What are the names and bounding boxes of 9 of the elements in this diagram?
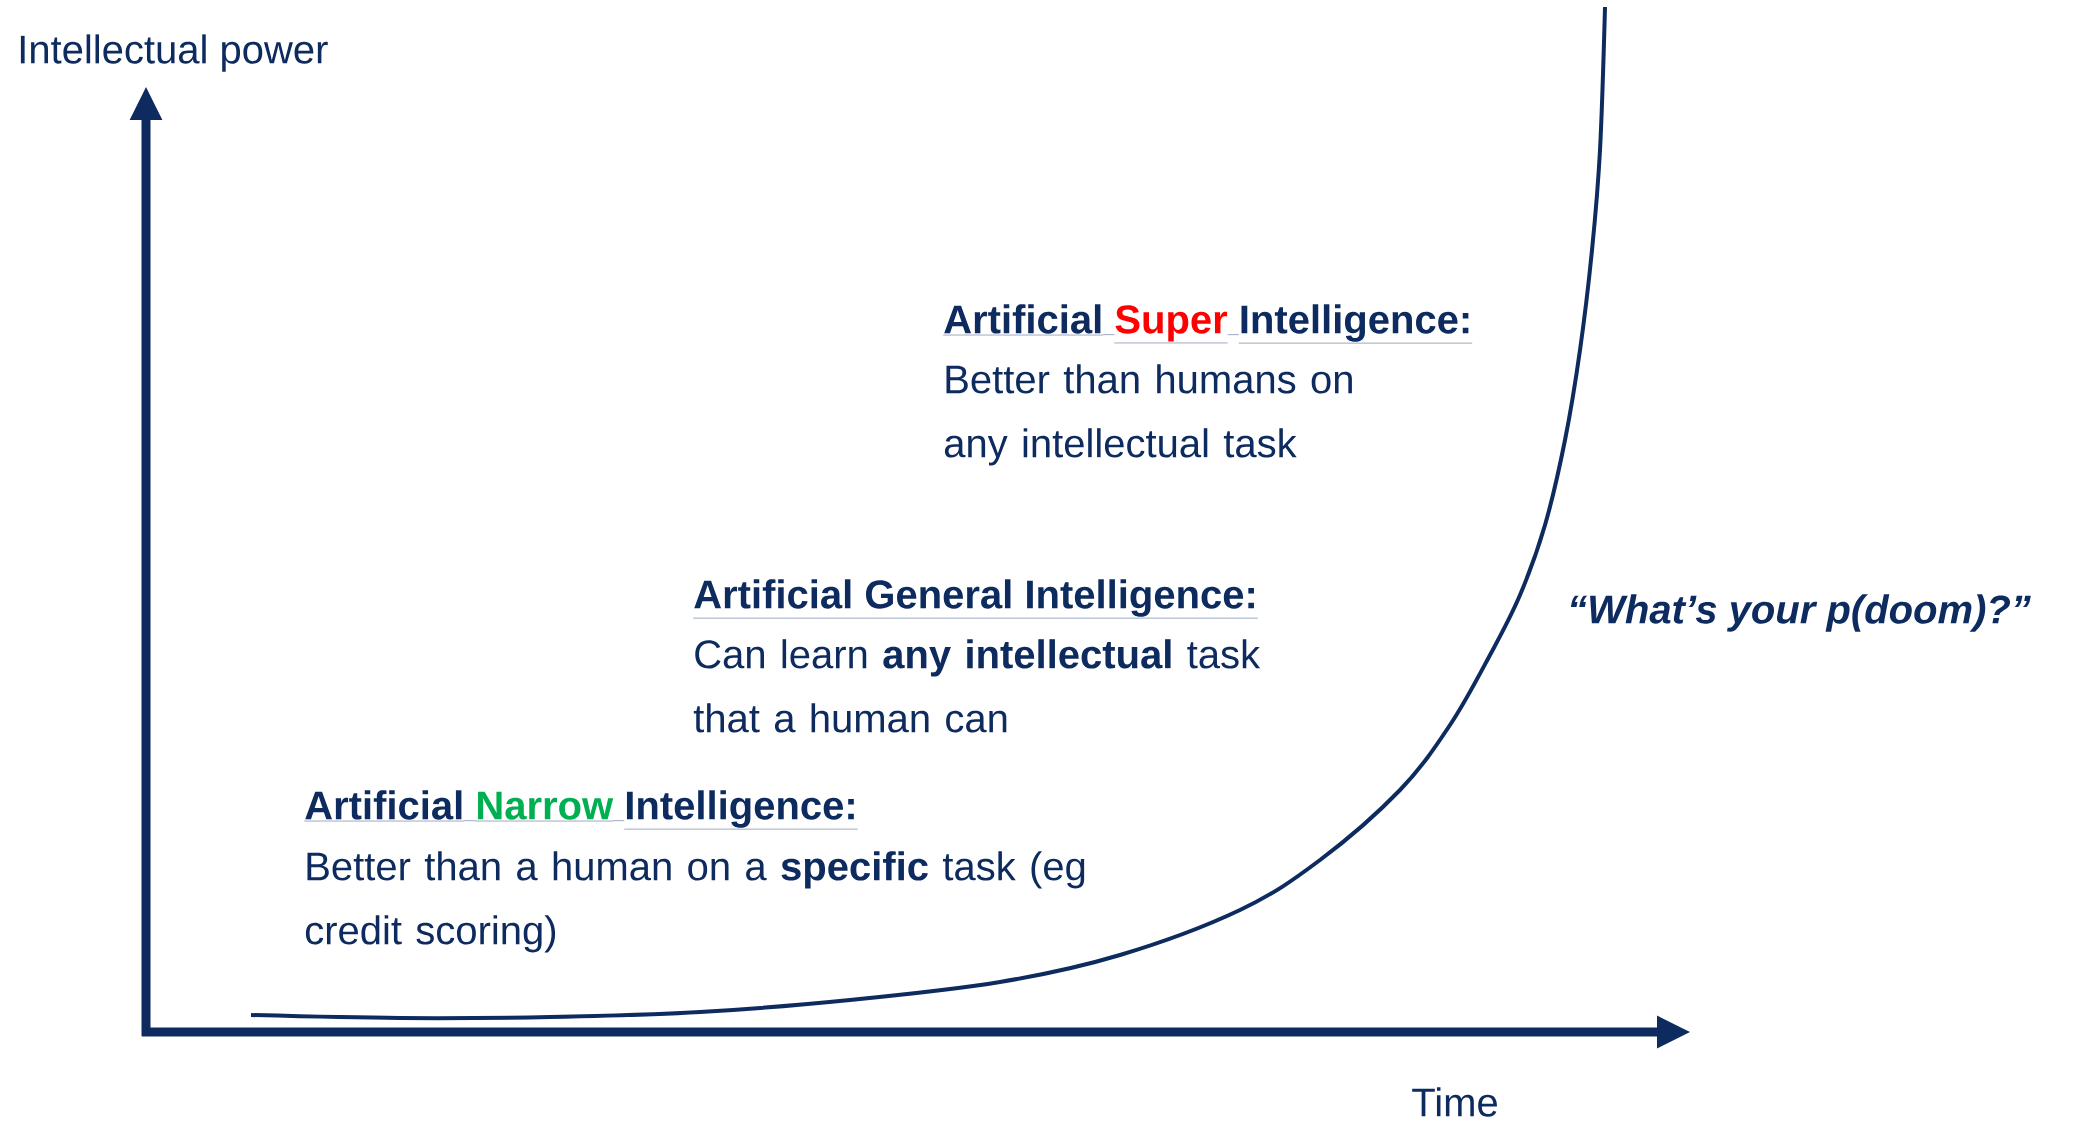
description: Better than humans on any intellectual task [944, 364, 1352, 466]
axis-label: Time [1412, 1087, 1497, 1117]
description: Better than a human on a specific task (eg credit scoring) [305, 851, 1085, 953]
axis-label: Intellectual power [20, 34, 328, 72]
heading: Artificial General Intelligence: [693, 579, 1258, 619]
heading: Artificial Super Intelligence: [943, 304, 1473, 344]
description: Can learn any intellectual task that a human can [693, 639, 1261, 733]
heading: Artificial Narrow Intelligence: [304, 790, 858, 830]
quote: “What’s your p(doom)?” [1570, 594, 2031, 632]
